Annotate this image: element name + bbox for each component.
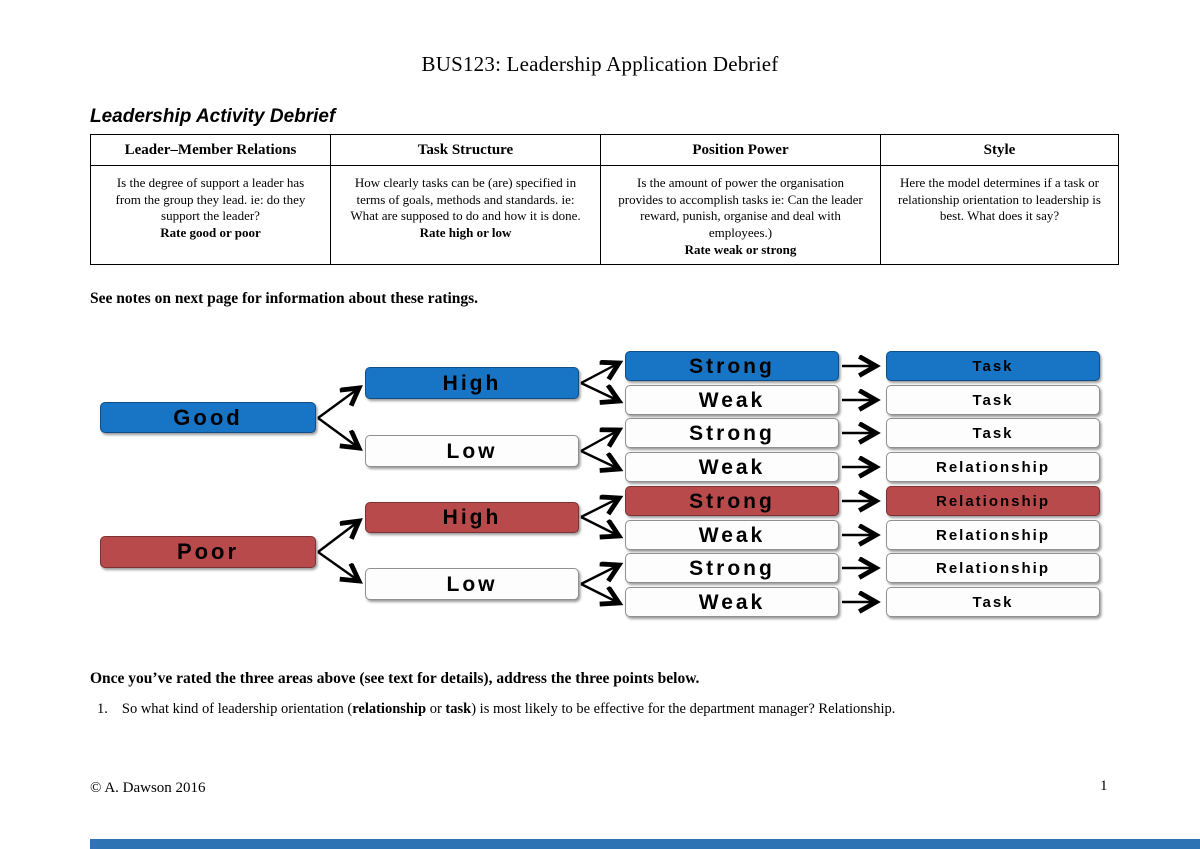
power-box-row-1: Strong xyxy=(625,351,839,381)
structure-box-high-1: High xyxy=(365,367,579,399)
style-box-row-3: Task xyxy=(886,418,1100,448)
question-bold-task: task xyxy=(445,701,472,717)
style-box-row-1: Task xyxy=(886,351,1100,381)
power-box-row-7: Strong xyxy=(625,553,839,583)
col-header-position-power: Position Power xyxy=(600,134,881,166)
power-box-row-6: Weak xyxy=(625,520,839,550)
footer-accent-bar xyxy=(90,839,1200,849)
section-heading: Leadership Activity Debrief xyxy=(90,106,336,127)
question-text-pre: So what kind of leadership orientation ( xyxy=(121,701,353,717)
style-box-row-6: Relationship xyxy=(886,520,1100,550)
page-number: 1 xyxy=(1100,778,1108,794)
power-box-row-3: Strong xyxy=(625,418,839,448)
list-number: 1. xyxy=(97,701,108,717)
structure-box-high-2: High xyxy=(365,502,579,533)
cell-text: Is the amount of power the organisation … xyxy=(618,175,863,240)
cell-text: Here the model determines if a task or r… xyxy=(898,175,1101,224)
ratings-table: Leader–Member Relations Task Structure P… xyxy=(90,134,1119,266)
question-text-mid: or xyxy=(426,701,446,717)
cell-position-power: Is the amount of power the organisation … xyxy=(600,164,881,266)
style-box-row-4: Relationship xyxy=(886,452,1100,482)
cell-style: Here the model determines if a task or r… xyxy=(880,164,1119,266)
rate-instruction: Rate high or low xyxy=(419,224,512,240)
structure-box-low-2: Low xyxy=(365,568,579,600)
col-header-task-structure: Task Structure xyxy=(330,134,601,166)
power-box-row-8: Weak xyxy=(625,587,839,617)
contingency-model-diagram: Good Poor High Low High Low Strong Weak … xyxy=(0,340,1200,632)
cell-text: Is the degree of support a leader has fr… xyxy=(115,175,306,224)
power-box-row-4: Weak xyxy=(625,452,839,482)
document-title: BUS123: Leadership Application Debrief xyxy=(421,52,779,76)
instructions-line: Once you’ve rated the three areas above … xyxy=(90,670,700,687)
cell-leader-member-relations: Is the degree of support a leader has fr… xyxy=(90,164,331,266)
style-box-row-7: Relationship xyxy=(886,553,1100,583)
col-header-leader-member-relations: Leader–Member Relations xyxy=(90,134,331,166)
rate-instruction: Rate good or poor xyxy=(160,224,261,240)
style-box-row-8: Task xyxy=(886,587,1100,617)
relations-box-poor: Poor xyxy=(100,536,316,568)
question-item-1: 1. So what kind of leadership orientation… xyxy=(97,701,1107,718)
see-notes-line: See notes on next page for information a… xyxy=(90,290,479,307)
question-bold-relationship: relationship xyxy=(352,701,427,717)
style-box-row-5: Relationship xyxy=(886,486,1100,516)
power-box-row-2: Weak xyxy=(625,385,839,415)
cell-task-structure: How clearly tasks can be (are) specified… xyxy=(330,164,601,266)
table-body-row: Is the degree of support a leader has fr… xyxy=(90,164,1119,266)
style-box-row-2: Task xyxy=(886,385,1100,415)
copyright-text: © A. Dawson 2016 xyxy=(90,780,206,796)
question-text-post: ) is most likely to be effective for the… xyxy=(471,701,896,717)
cell-text: How clearly tasks can be (are) specified… xyxy=(350,175,581,224)
table-header-row: Leader–Member Relations Task Structure P… xyxy=(90,134,1119,166)
col-header-style: Style xyxy=(880,134,1119,166)
power-box-row-5: Strong xyxy=(625,486,839,516)
relations-box-good: Good xyxy=(100,402,316,433)
structure-box-low-1: Low xyxy=(365,435,579,467)
rate-instruction: Rate weak or strong xyxy=(684,241,797,257)
